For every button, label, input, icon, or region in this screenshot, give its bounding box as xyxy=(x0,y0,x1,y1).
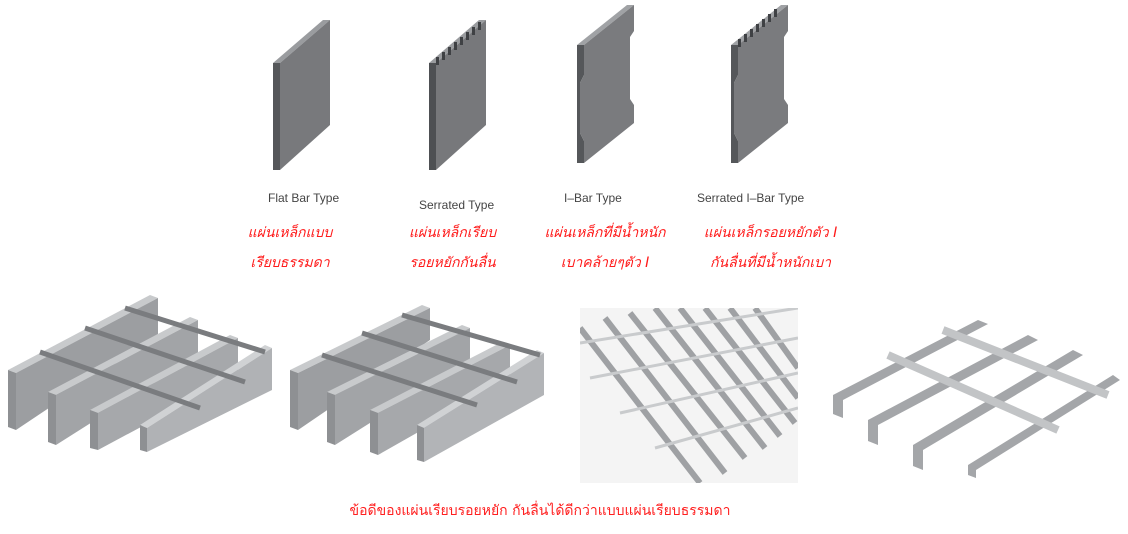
caption: ข้อดีของแผ่นเรียบรอยหยัก กันลื่นได้ดีกว่… xyxy=(349,503,731,519)
serrated-i-bar-grating-image xyxy=(833,320,1120,478)
i-bar-grating-image xyxy=(580,308,798,483)
description-line: รอยหยักกันลื่น xyxy=(409,255,496,271)
flat-bar-type-label: Flat Bar Type xyxy=(268,191,340,205)
flat-bar-description: แผ่นเหล็กแบบ เรียบธรรมดา xyxy=(230,218,350,278)
flat-bar-illustration xyxy=(273,20,330,170)
serrated-i-bar-type-label: Serrated I–Bar Type xyxy=(697,191,805,205)
description-line: เบาคล้ายๆตัว I xyxy=(560,255,650,271)
description-line: แผ่นเหล็กรอยหยักตัว I xyxy=(703,225,838,241)
description-line: กันลื่นที่มีน้ำหนักเบา xyxy=(710,255,831,271)
serrated-i-bar-illustration xyxy=(731,5,788,163)
i-bar-description: แผ่นเหล็กที่มีน้ำหนัก เบาคล้ายๆตัว I xyxy=(535,218,675,278)
description-line: แผ่นเหล็กเรียบ xyxy=(408,225,497,241)
serrated-grating-image xyxy=(290,305,544,462)
i-bar-type-label: I–Bar Type xyxy=(564,191,622,205)
flat-bar-grating-image xyxy=(8,295,272,452)
description-line: เรียบธรรมดา xyxy=(250,255,330,271)
serrated-bar-illustration xyxy=(429,20,486,170)
serrated-i-bar-description: แผ่นเหล็กรอยหยักตัว I กันลื่นที่มีน้ำหนั… xyxy=(693,218,848,278)
description-line: แผ่นเหล็กแบบ xyxy=(247,225,333,241)
i-bar-illustration xyxy=(577,5,634,163)
serrated-type-label: Serrated Type xyxy=(419,198,495,212)
description-line: แผ่นเหล็กที่มีน้ำหนัก xyxy=(544,225,666,241)
grating-bars xyxy=(8,295,272,452)
serrated-description: แผ่นเหล็กเรียบ รอยหยักกันลื่น xyxy=(390,218,515,278)
